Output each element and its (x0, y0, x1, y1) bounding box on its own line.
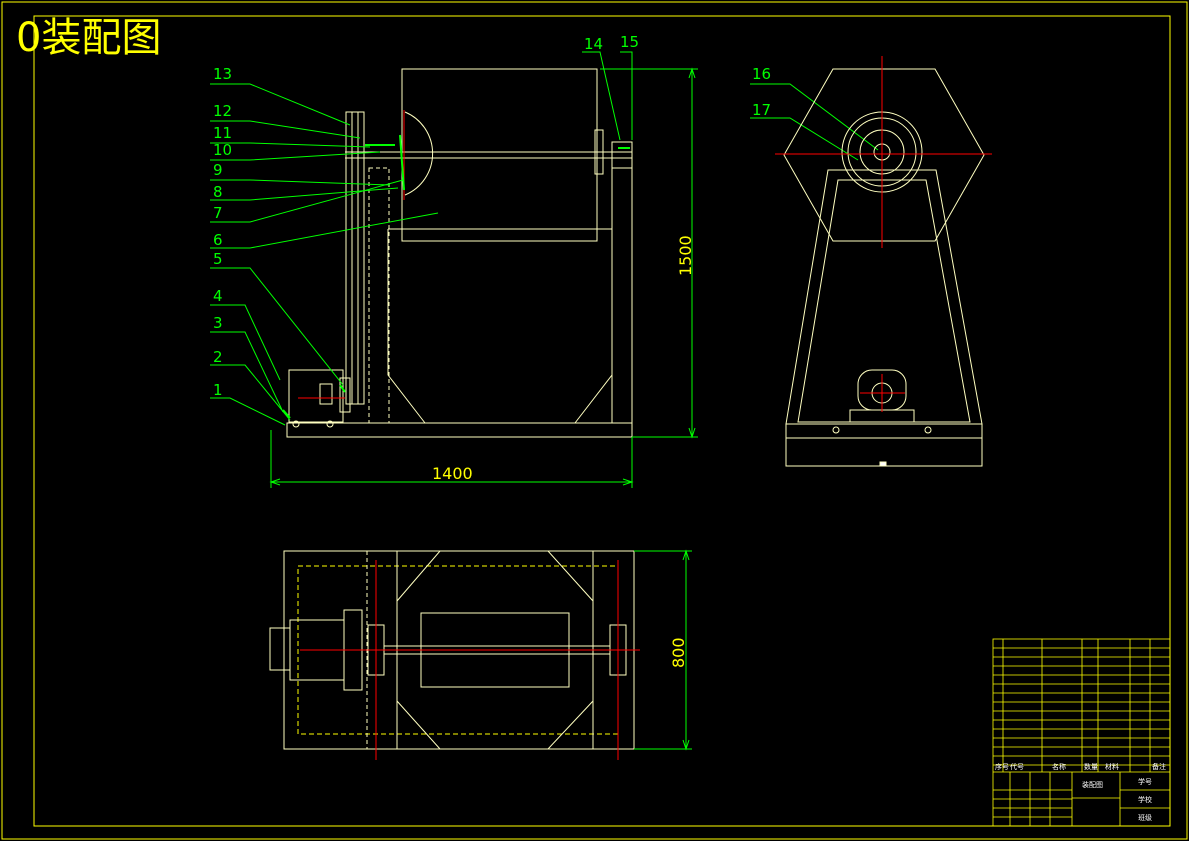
drum-body (401, 68, 598, 242)
front-view-highlights (282, 134, 630, 419)
part-label-13: 13 (213, 65, 232, 83)
title-block-student-id: 学号 (1138, 777, 1152, 786)
title-block-school: 学校 (1138, 795, 1152, 804)
part-labels: 13 12 11 10 9 8 7 6 5 4 3 2 1 14 15 16 1… (213, 33, 771, 399)
part-label-7: 7 (213, 204, 223, 222)
part-label-6: 6 (213, 231, 223, 249)
bom-header-index: 序号 (995, 762, 1009, 771)
hopper (387, 229, 426, 424)
title-block-name: 装配图 (1082, 780, 1103, 789)
part-label-17: 17 (752, 101, 771, 119)
part-label-9: 9 (213, 161, 223, 179)
bom-header-name: 名称 (1052, 762, 1066, 771)
support-column-left (368, 167, 390, 424)
title-block (992, 638, 1171, 827)
bom-header-qty: 数量 (1084, 762, 1098, 771)
bom-header-material: 材料 (1105, 762, 1119, 771)
drawing-title: 0装配图 (16, 15, 162, 61)
part-label-2: 2 (213, 348, 223, 366)
drum-hexagon (783, 68, 985, 242)
front-view (286, 68, 633, 438)
top-view-centerlines (300, 560, 640, 760)
gear-cover-arc (404, 111, 434, 196)
part-label-4: 4 (213, 287, 223, 305)
top-dimension (634, 549, 692, 751)
part-label-3: 3 (213, 314, 223, 332)
dimension-height: 1500 (676, 235, 695, 276)
part-label-8: 8 (213, 183, 223, 201)
stand-frame (785, 169, 983, 425)
support-column-right (611, 167, 633, 424)
title-block-text: 序号 代号 名称 数量 材料 备注 装配图 学号 学校 班级 (995, 762, 1166, 822)
part-label-5: 5 (213, 250, 223, 268)
part-label-11: 11 (213, 124, 232, 142)
bom-header-remark: 备注 (1152, 762, 1166, 771)
bearing-seat-right (611, 141, 633, 169)
part-label-14: 14 (584, 35, 603, 53)
title-block-class: 班级 (1138, 813, 1152, 822)
side-view-centerlines (775, 56, 992, 412)
part-label-16: 16 (752, 65, 771, 83)
part-label-10: 10 (213, 141, 232, 159)
side-view (783, 68, 985, 467)
belt (345, 111, 365, 405)
part-label-15: 15 (620, 33, 639, 51)
flange-right (594, 129, 604, 175)
base-frame (286, 422, 633, 438)
part-label-12: 12 (213, 102, 232, 120)
dimension-lines (269, 67, 698, 488)
side-base (785, 423, 983, 467)
inner-frame (33, 15, 1171, 827)
leader-lines (210, 51, 879, 426)
part-label-1: 1 (213, 381, 223, 399)
dimension-depth: 800 (669, 637, 688, 668)
dimension-width: 1400 (432, 464, 473, 483)
motor-body (288, 369, 344, 423)
bom-header-code: 代号 (1010, 762, 1024, 771)
